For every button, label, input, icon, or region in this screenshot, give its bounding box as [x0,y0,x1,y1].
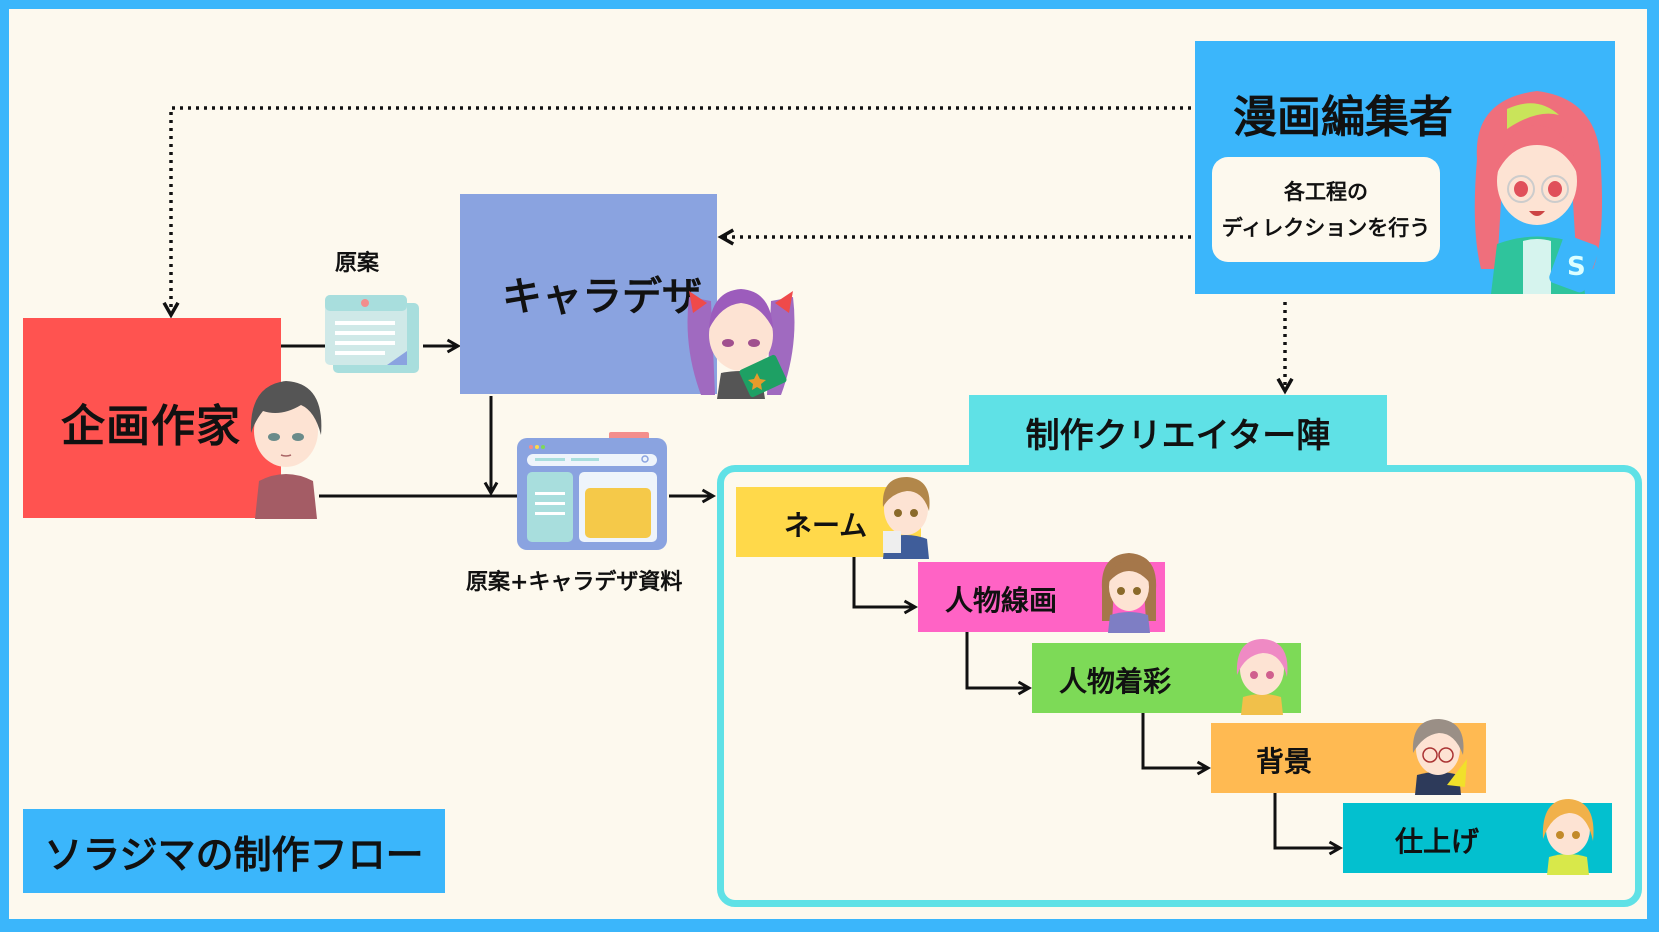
line-art-artist-avatar-icon [1101,553,1157,633]
document-memo-icon [325,295,419,373]
step-label: ネーム [784,509,868,542]
proposal-caption: 原案 [335,251,380,276]
editor-note-bubble: 各工程の ディレクションを行う [1212,157,1440,262]
diagram-canvas: 企画作家 原案 キャラデザ [9,9,1647,919]
planner-avatar-icon [250,381,322,519]
step-label: 背景 [1256,745,1313,778]
editor-avatar-icon: S [1474,91,1602,294]
node-editor-label: 漫画編集者 [1233,92,1453,143]
browser-window-icon [517,432,667,550]
finishing-artist-avatar-icon [1542,799,1594,875]
svg-text:S: S [1567,252,1586,282]
proposal-plus-design-caption: 原案+キャラデザ資料 [466,570,683,595]
background-artist-avatar-icon [1412,719,1467,795]
character-designer-avatar-icon [687,289,795,399]
node-character-design: キャラデザ [460,194,717,394]
editor-note-line2: ディレクションを行う [1221,215,1431,240]
editor-note-line1: 各工程の [1284,179,1368,204]
coloring-artist-avatar-icon [1236,639,1288,715]
step-label: 人物線画 [945,584,1058,617]
node-planner-label: 企画作家 [61,401,241,452]
node-editor: 漫画編集者 各工程の ディレクションを行う S [1195,41,1615,294]
node-creator-team: 制作クリエイター陣 [969,395,1387,469]
diagram-title-text: ソラジマの制作フロー [44,832,424,877]
step-label: 仕上げ [1395,825,1480,858]
name-artist-avatar-icon [882,477,930,559]
node-character-design-label: キャラデザ [502,274,702,320]
node-planner: 企画作家 [23,318,281,518]
step-label: 人物着彩 [1059,665,1172,698]
node-creator-team-label: 制作クリエイター陣 [1025,415,1331,456]
diagram-title: ソラジマの制作フロー [23,809,445,893]
